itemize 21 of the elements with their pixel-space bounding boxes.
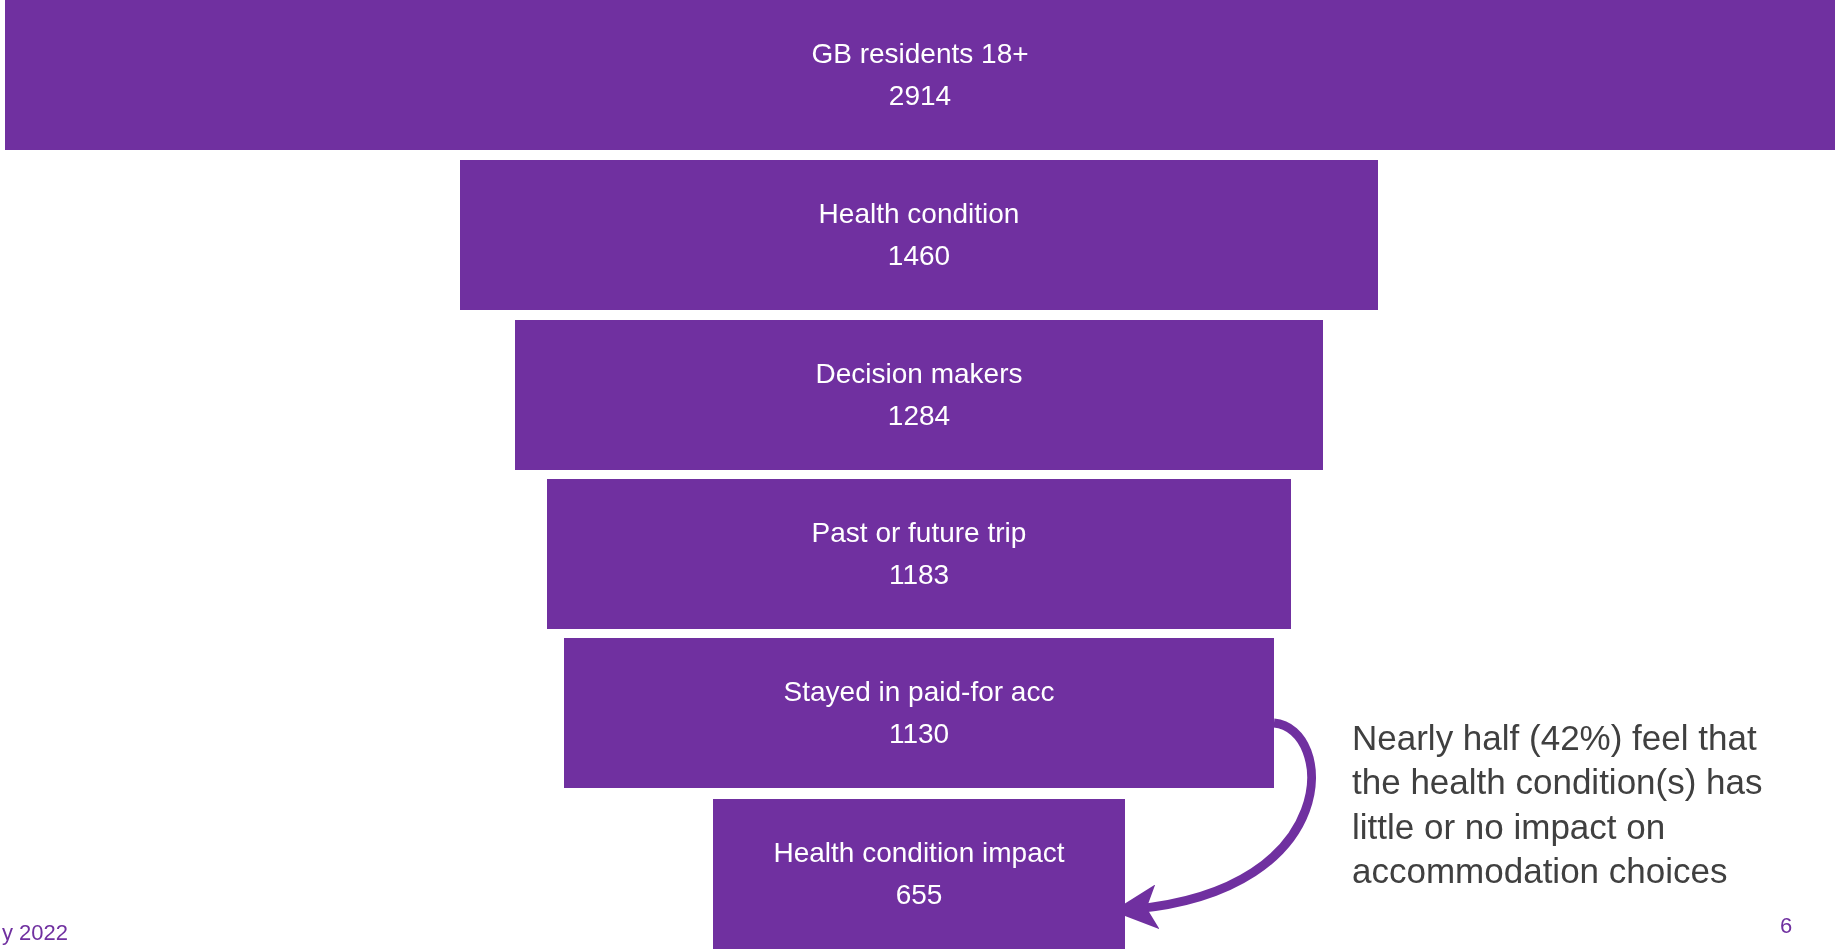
stage-count: 655 — [895, 878, 943, 912]
funnel-bar — [515, 320, 1323, 470]
funnel-bar — [547, 479, 1291, 629]
date-text: y 2022 — [2, 922, 69, 944]
stage-count: 2914 — [888, 79, 952, 113]
page-number: 6 — [1780, 915, 1793, 937]
funnel-bar — [713, 799, 1125, 949]
funnel-bar — [460, 160, 1378, 310]
stage-count: 1284 — [887, 399, 951, 433]
funnel-bar — [5, 0, 1835, 150]
stage-count: 1183 — [888, 558, 950, 592]
funnel-bar — [564, 638, 1274, 788]
stage-label: Decision makers — [815, 357, 1023, 391]
stage-label: Health condition impact — [773, 836, 1065, 870]
stage-label: Stayed in paid-for acc — [783, 675, 1055, 709]
stage-label: GB residents 18+ — [811, 37, 1029, 71]
stage-label: Past or future trip — [811, 516, 1027, 550]
stage-label: Health condition — [818, 197, 1020, 231]
stage-count: 1460 — [887, 239, 951, 273]
stage-count: 1130 — [888, 717, 950, 751]
note-text: Nearly half (42%) feel that the health condition(s) has little or no impact on accommodation choices — [1352, 717, 1764, 893]
